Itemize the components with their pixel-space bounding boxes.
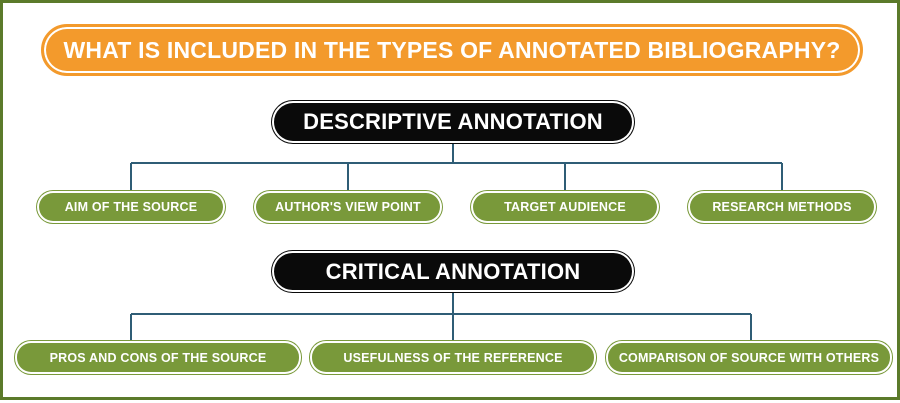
critical-annotation-heading: Critical Annotation [272, 251, 634, 292]
aim-of-source-node: Aim of the source [37, 191, 225, 223]
authors-view-point-node: Author's view point [254, 191, 442, 223]
research-methods-node: Research methods [688, 191, 876, 223]
target-audience-node: Target audience [471, 191, 659, 223]
connector-lines [130, 143, 783, 341]
usefulness-of-reference-node: Usefulness of the reference [310, 341, 596, 374]
comparison-of-source-node: Comparison of source with others [606, 341, 892, 374]
descriptive-annotation-heading: Descriptive Annotation [272, 101, 634, 143]
pros-and-cons-node: Pros and cons of the source [15, 341, 301, 374]
diagram-title: What is included in the types of Annotat… [41, 24, 863, 76]
